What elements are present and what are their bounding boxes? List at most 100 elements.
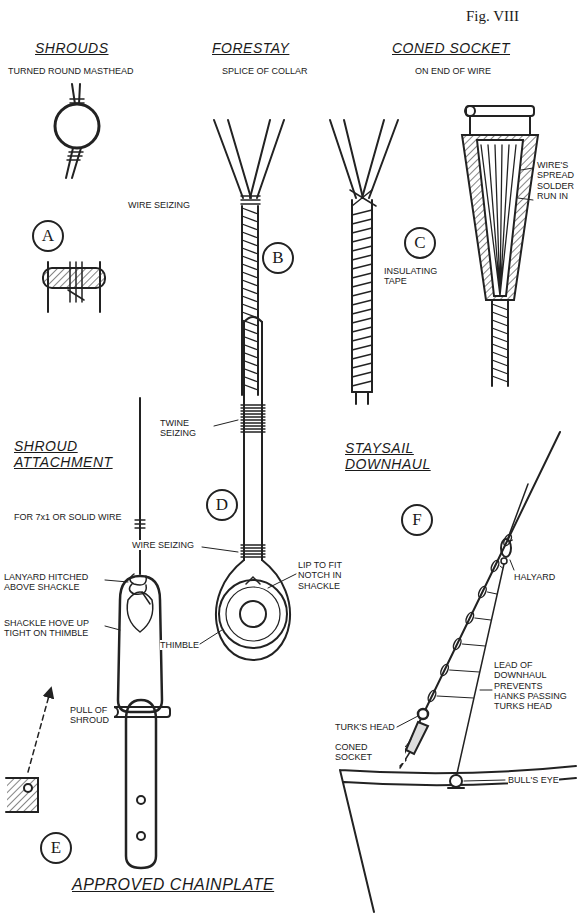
drawing-stroke (352, 381, 372, 386)
drawing-stroke (492, 312, 508, 318)
drawing-stroke (242, 216, 258, 222)
drawing-stroke (352, 354, 372, 359)
drawing-stroke (6, 778, 38, 812)
drawing-stroke (362, 120, 398, 198)
drawing-stroke (242, 224, 258, 230)
drawing-stroke (67, 152, 83, 160)
drawing-stroke (464, 611, 475, 624)
note: FOR 7x1 OR SOLID WIRE (14, 512, 122, 522)
drawing-stroke (352, 264, 372, 269)
heading: APPROVED CHAINPLATE (72, 876, 274, 894)
callout-letter: B (272, 248, 283, 268)
drawing-stroke (242, 264, 258, 270)
drawing-stroke (492, 368, 508, 374)
drawing-stroke (352, 363, 372, 368)
part-label: WIRE SEIZING (132, 540, 194, 550)
drawing-stroke (352, 318, 372, 323)
part-label: PULL OF SHROUD (70, 705, 114, 726)
drawing-stroke (242, 256, 258, 262)
drawing-stroke (72, 84, 80, 104)
callout-circle: F (401, 504, 433, 536)
drawing-stroke (241, 425, 265, 426)
callout-circle: B (262, 242, 294, 274)
drawing-stroke (70, 99, 84, 103)
drawing-stroke (352, 327, 372, 332)
drawing-stroke (466, 106, 534, 116)
drawing-stroke (481, 145, 516, 296)
callout-circle: E (40, 832, 72, 864)
drawing-stroke (240, 601, 266, 627)
heading: SHROUDS (35, 40, 109, 56)
part-label: SHACKLE HOVE UP TIGHT ON THIMBLE (4, 618, 104, 639)
drawing-stroke (492, 336, 508, 342)
drawing-stroke (475, 618, 491, 620)
drawing-stroke (427, 689, 438, 702)
drawing-stroke (352, 200, 372, 392)
drawing-stroke (352, 372, 372, 377)
drawing-stroke (352, 336, 372, 341)
drawing-stroke (241, 556, 265, 557)
drawing-stroke (352, 210, 372, 386)
drawing-stroke (500, 566, 503, 568)
drawing-stroke (352, 246, 372, 251)
drawing-stroke (216, 560, 290, 660)
drawing-stroke (242, 248, 258, 254)
drawing-stroke (214, 120, 251, 198)
drawing-stroke (508, 484, 528, 538)
drawing-stroke (70, 262, 82, 302)
callout-letter: F (412, 510, 421, 530)
drawing-stroke (352, 345, 372, 350)
drawing-stroke (352, 300, 372, 305)
drawing-stroke (352, 237, 372, 242)
heading: STAYSAIL DOWNHAUL (345, 440, 470, 472)
note: ON END OF WIRE (415, 66, 491, 76)
drawing-stroke (492, 376, 508, 382)
drawing-stroke (244, 322, 262, 560)
callout-circle: A (32, 220, 64, 252)
drawing-stroke (244, 317, 262, 322)
drawing-stroke (127, 592, 153, 632)
drawing-stroke (226, 587, 280, 641)
drawing-stroke (352, 255, 372, 260)
drawing-stroke (406, 722, 428, 754)
heading: SHROUD ATTACHMENT (14, 438, 126, 470)
drawing-stroke (437, 696, 473, 698)
drawing-stroke (241, 431, 265, 432)
drawing-stroke (242, 272, 258, 278)
drawing-stroke (135, 520, 145, 528)
drawing-stroke (462, 644, 485, 646)
drawing-stroke (492, 300, 508, 386)
part-label: BULL'S EYE (508, 775, 559, 785)
drawing-stroke (242, 304, 258, 310)
callout-letter: D (216, 495, 228, 515)
drawing-stroke (129, 574, 150, 604)
drawing-stroke (241, 407, 265, 408)
drawing-stroke (246, 577, 260, 584)
drawing-stroke (452, 637, 463, 650)
drawing-stroke (55, 104, 99, 148)
drawing-stroke (241, 428, 265, 429)
drawing-stroke (492, 344, 508, 350)
figure-title: Fig. VIII (466, 8, 519, 25)
note: TURNED ROUND MASTHEAD (8, 66, 134, 76)
drawing-stroke (487, 592, 496, 594)
drawing-stroke (241, 553, 265, 554)
part-label: CONED SOCKET (335, 742, 405, 763)
drawing-stroke (508, 540, 512, 542)
drawing-stroke (24, 784, 32, 792)
drawing-stroke (241, 422, 265, 423)
part-label: TURK'S HEAD (335, 722, 395, 732)
drawing-stroke (7, 779, 37, 811)
drawing-stroke (242, 240, 258, 246)
drawing-stroke (242, 288, 258, 294)
part-label: THIMBLE (160, 640, 199, 650)
drawing-stroke (6, 84, 576, 912)
drawing-stroke (105, 580, 128, 630)
drawing-stroke (350, 190, 376, 206)
drawing-stroke (126, 700, 156, 868)
part-label: WIRE'S SPREAD SOLDER RUN IN (537, 160, 577, 201)
part-label: WIRE SEIZING (128, 200, 190, 210)
drawing-stroke (241, 196, 260, 204)
drawing-stroke (400, 432, 560, 762)
part-label: HALYARD (514, 572, 555, 582)
